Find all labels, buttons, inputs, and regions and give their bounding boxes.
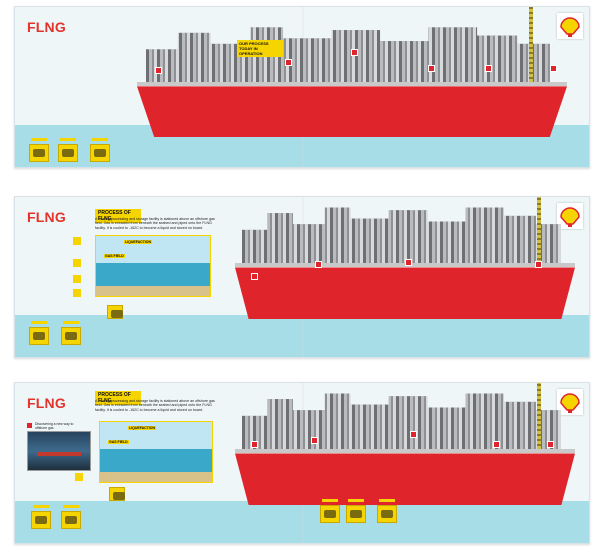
- flare-tower: [529, 7, 533, 83]
- sea-background: [15, 501, 589, 543]
- module-thumbnail[interactable]: [377, 505, 397, 523]
- diagram-label: LIQUEFACTION: [124, 240, 153, 244]
- flng-vessel[interactable]: [235, 197, 575, 319]
- side-tab[interactable]: [73, 289, 81, 297]
- vessel-topside: [145, 27, 550, 83]
- thumb-label: [322, 499, 338, 502]
- flng-logo: FLNG: [27, 209, 66, 225]
- spread-process-detail: FLNG Discovering a new way to offshore g…: [14, 382, 590, 544]
- vessel-photo[interactable]: [27, 431, 91, 471]
- vessel-hull: [137, 86, 567, 137]
- module-thumbnail[interactable]: [90, 144, 110, 162]
- panel-title: PROCESS OF FLNG: [95, 209, 141, 223]
- vessel-deck: [235, 449, 575, 454]
- process-diagram: LIQUEFACTION GAS FIELD: [99, 421, 213, 483]
- side-tab[interactable]: [75, 473, 83, 481]
- flng-vessel[interactable]: [137, 7, 567, 137]
- module-thumbnail[interactable]: [346, 505, 366, 523]
- module-thumbnail[interactable]: [58, 144, 78, 162]
- vessel-topside: [241, 207, 562, 264]
- panel-text: A floating processing and storage facili…: [95, 399, 215, 412]
- vessel-hull: [235, 267, 575, 319]
- vessel-topside: [241, 393, 562, 450]
- hotspot-flag-icon[interactable]: [405, 259, 412, 266]
- hotspot-flag-icon[interactable]: [315, 261, 322, 268]
- hotspot-flag-icon[interactable]: [410, 431, 417, 438]
- close-icon[interactable]: [107, 305, 123, 319]
- spread-overview: FLNG OUR PROCESS TODAY IN OPERATION: [14, 6, 590, 168]
- flare-tower: [537, 383, 541, 450]
- thumb-label: [33, 505, 49, 508]
- hotspot-flag-icon[interactable]: [550, 65, 557, 72]
- panel-title: PROCESS OF FLNG: [95, 391, 141, 405]
- panel-text: A floating processing and storage facili…: [95, 217, 215, 230]
- hotspot-flag-icon[interactable]: [155, 67, 162, 74]
- spread-process: FLNG PROCESS OF FLNG A floating processi…: [14, 196, 590, 358]
- vessel-deck: [137, 82, 567, 87]
- flng-logo: FLNG: [27, 395, 66, 411]
- hotspot-flag-icon[interactable]: [428, 65, 435, 72]
- module-thumbnail[interactable]: [29, 327, 49, 345]
- hotspot-flag-icon[interactable]: [251, 273, 258, 280]
- thumb-label: [92, 138, 108, 141]
- flng-logo: FLNG: [27, 19, 66, 35]
- thumb-label: [379, 499, 395, 502]
- flng-vessel[interactable]: [235, 383, 575, 505]
- process-diagram: LIQUEFACTION GAS FIELD: [95, 235, 211, 297]
- diagram-label: LIQUEFACTION: [128, 426, 157, 430]
- close-icon[interactable]: [109, 487, 125, 501]
- side-tab[interactable]: [73, 275, 81, 283]
- module-thumbnail[interactable]: [61, 511, 81, 529]
- shell-logo-icon: [557, 13, 583, 39]
- flare-tower: [537, 197, 541, 264]
- hotspot-flag-icon[interactable]: [485, 65, 492, 72]
- module-thumbnail[interactable]: [29, 144, 49, 162]
- thumb-label: [63, 321, 79, 324]
- hotspot-flag-icon[interactable]: [493, 441, 500, 448]
- module-thumbnail[interactable]: [31, 511, 51, 529]
- side-tab[interactable]: [73, 259, 81, 267]
- sea-background: [15, 315, 589, 357]
- vessel-hull: [235, 453, 575, 505]
- hotspot-process[interactable]: OUR PROCESS TODAY IN OPERATION: [237, 40, 283, 57]
- side-tab[interactable]: [73, 237, 81, 245]
- thumb-label: [31, 321, 47, 324]
- hotspot-flag-icon[interactable]: [311, 437, 318, 444]
- video-icon[interactable]: [27, 423, 32, 428]
- hotspot-flag-icon[interactable]: [285, 59, 292, 66]
- thumb-label: [348, 499, 364, 502]
- thumb-label: [63, 505, 79, 508]
- module-thumbnail[interactable]: [61, 327, 81, 345]
- thumb-label: [60, 138, 76, 141]
- thumb-label: [31, 138, 47, 141]
- hotspot-flag-icon[interactable]: [535, 261, 542, 268]
- module-thumbnail[interactable]: [320, 505, 340, 523]
- hotspot-flag-icon[interactable]: [547, 441, 554, 448]
- photo-caption: Discovering a new way to offshore gas: [35, 422, 74, 430]
- diagram-label: GAS FIELD: [108, 440, 129, 444]
- hotspot-flag-icon[interactable]: [251, 441, 258, 448]
- diagram-label: GAS FIELD: [104, 254, 125, 258]
- hotspot-flag-icon[interactable]: [351, 49, 358, 56]
